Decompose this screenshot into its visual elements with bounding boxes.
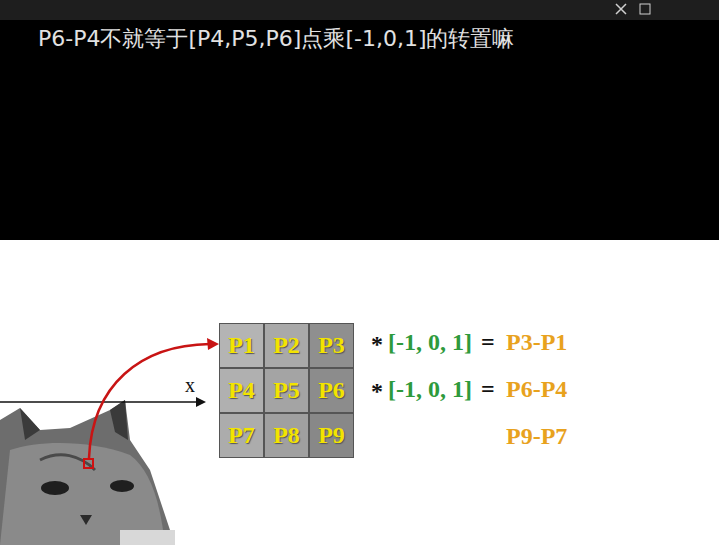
- pixel-cell: P9: [309, 413, 354, 458]
- title-bar: [0, 0, 719, 20]
- x-axis-arrowhead: [196, 397, 206, 407]
- zoom-arrowhead: [207, 338, 219, 350]
- comment-text: P6-P4不就等于[P4,P5,P6]点乘[-1,0,1]的转置嘛: [38, 24, 515, 54]
- operator: *: [371, 378, 383, 405]
- pixel-cell: P6: [309, 368, 354, 413]
- x-axis: [0, 401, 198, 403]
- operator: =: [481, 329, 495, 356]
- pixel-label: P7: [228, 422, 255, 449]
- axis-label: x: [185, 374, 195, 397]
- result: P6-P4: [506, 376, 567, 403]
- result: P3-P1: [506, 329, 567, 356]
- kernel: [-1, 0, 1]: [388, 376, 472, 403]
- pixel-cell: P1: [219, 323, 264, 368]
- operator: =: [481, 376, 495, 403]
- pixel-label: P8: [273, 422, 300, 449]
- window-icon: [640, 4, 650, 14]
- pixel-label: P9: [318, 422, 345, 449]
- cat-photo: [0, 400, 175, 545]
- pixel-cell: P4: [219, 368, 264, 413]
- pixel-label: P5: [273, 377, 300, 404]
- pixel-label: P6: [318, 377, 345, 404]
- pixel-label: P2: [273, 332, 300, 359]
- result: P9-P7: [506, 423, 567, 450]
- pixel-cell: P8: [264, 413, 309, 458]
- operator: *: [371, 331, 383, 358]
- pixel-marker: [84, 459, 93, 468]
- pixel-label: P3: [318, 332, 345, 359]
- kernel: [-1, 0, 1]: [388, 329, 472, 356]
- close-icon: [616, 4, 626, 14]
- video-top-band: [0, 0, 719, 240]
- zoom-curve: [89, 344, 210, 458]
- pixel-cell: P2: [264, 323, 309, 368]
- pixel-cell: P7: [219, 413, 264, 458]
- pixel-cell: P5: [264, 368, 309, 413]
- pixel-cell: P3: [309, 323, 354, 368]
- pixel-label: P4: [228, 377, 255, 404]
- pixel-label: P1: [228, 332, 255, 359]
